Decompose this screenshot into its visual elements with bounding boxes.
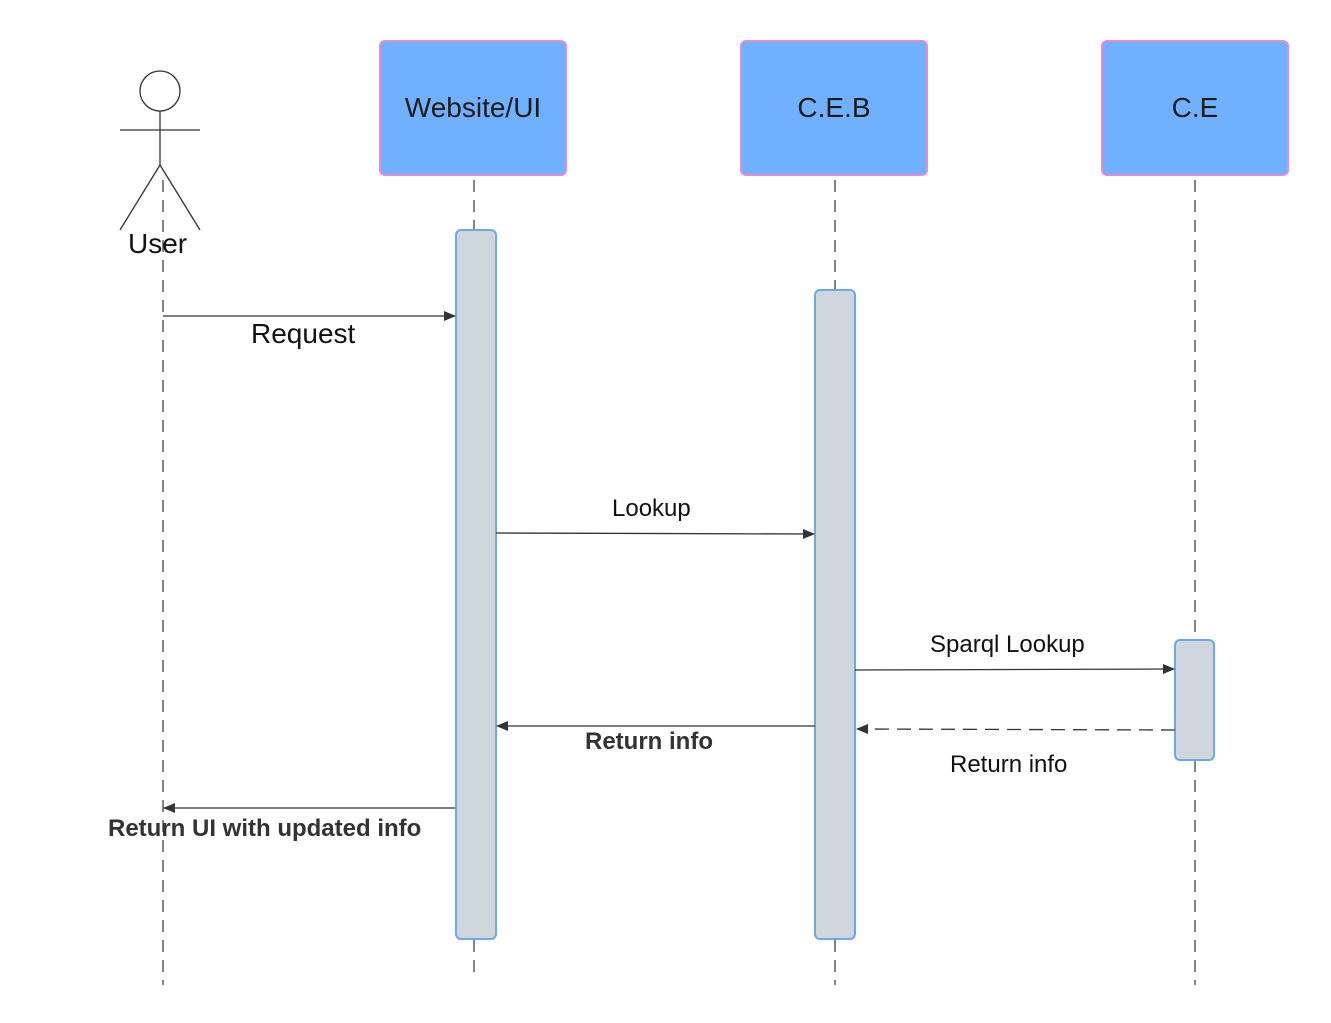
message-return-ceb-label: Return info [585, 728, 713, 755]
message-return-ce-label: Return info [950, 751, 1068, 778]
participant-ce: C.E [1101, 40, 1289, 176]
message-request-label: Request [251, 318, 356, 349]
activation-ce [1174, 639, 1215, 761]
message-return-ce-arrow [856, 724, 1176, 735]
message-sparql-arrow [854, 664, 1175, 675]
activation-website [455, 229, 497, 940]
activation-ceb [814, 289, 856, 940]
actor-label: User [128, 228, 188, 259]
user-actor-icon [119, 70, 201, 231]
participant-ce-label: C.E [1171, 92, 1219, 123]
participant-website: Website/UI [379, 40, 567, 176]
message-lookup-arrow [495, 528, 815, 539]
participant-ceb-label: C.E.B [797, 92, 871, 123]
participant-ceb: C.E.B [740, 40, 928, 176]
message-return-ui-label: Return UI with updated info [108, 815, 422, 842]
message-lookup-label: Lookup [612, 495, 691, 522]
message-sparql-label: Sparql Lookup [930, 631, 1085, 658]
participant-website-label: Website/UI [404, 92, 542, 123]
